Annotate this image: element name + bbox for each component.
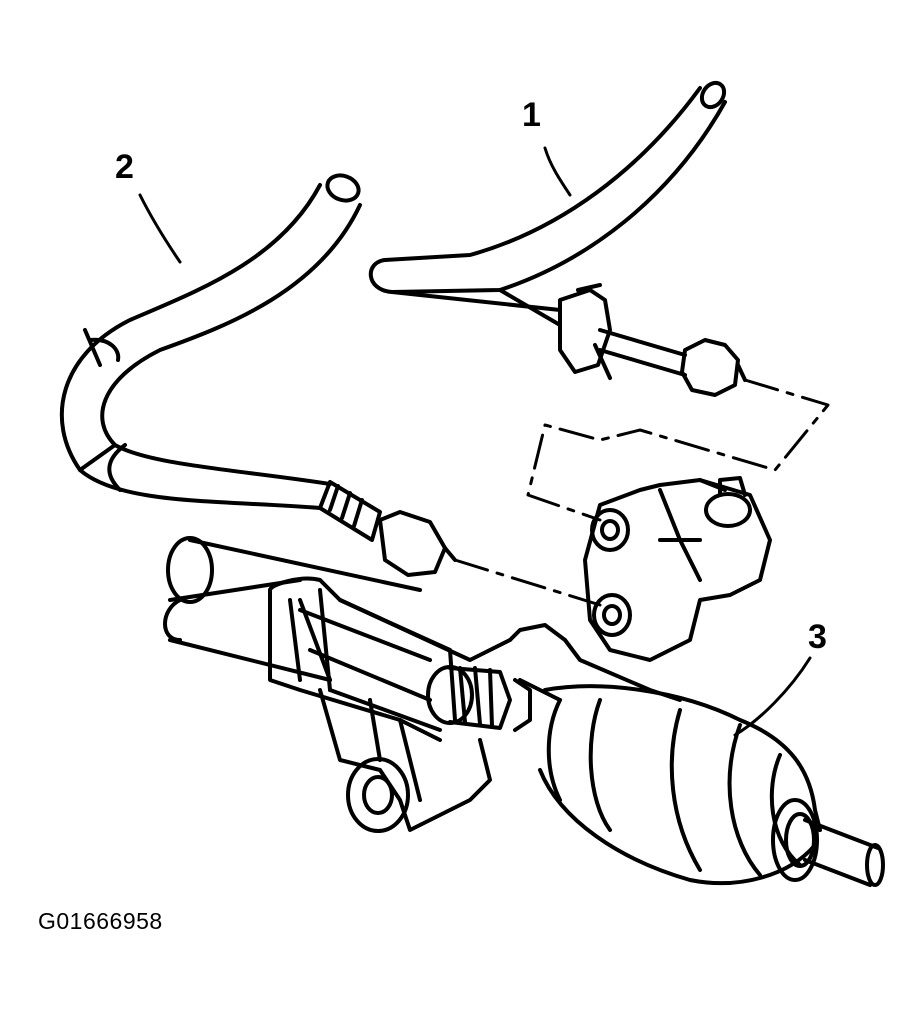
callout-2: 2: [115, 148, 134, 186]
hose-2: [62, 171, 600, 605]
leader-line-1: [545, 148, 570, 195]
callout-1: 1: [522, 96, 541, 134]
hose-1: [371, 79, 828, 520]
leader-line-2: [140, 195, 180, 262]
figure-id: G01666958: [38, 908, 163, 934]
steering-gear-3: [165, 478, 883, 885]
callout-3: 3: [808, 618, 827, 656]
